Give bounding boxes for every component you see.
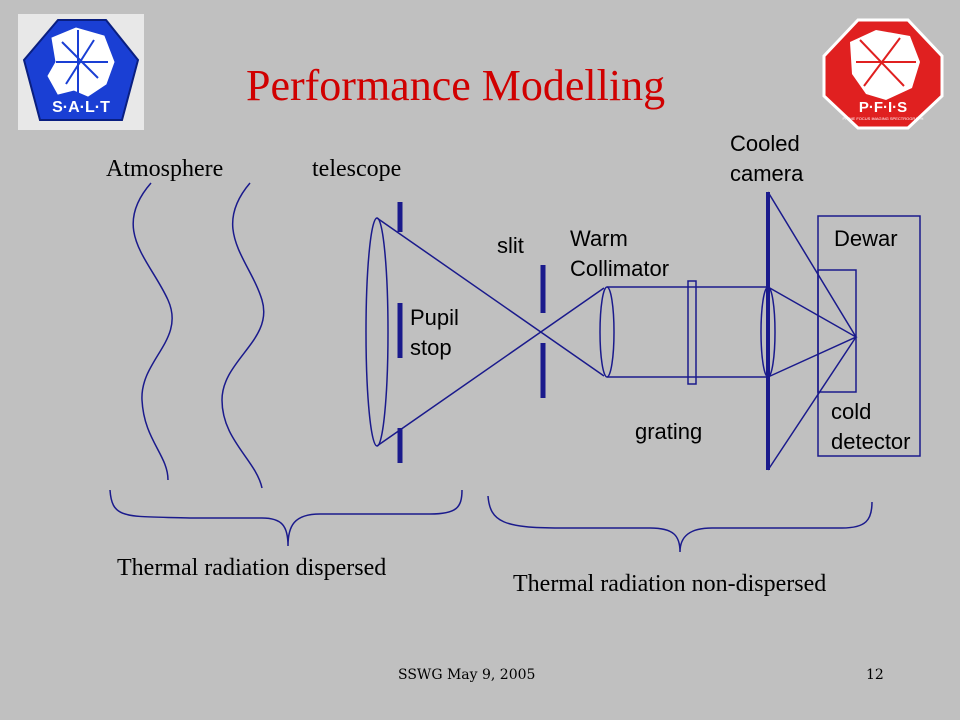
label-cooled-camera-line2: camera	[730, 161, 804, 186]
label-telescope: telescope	[312, 156, 402, 182]
label-grating: grating	[635, 419, 703, 444]
label-cold-detector: cold detector	[831, 397, 911, 457]
atmosphere-wave-1	[132, 182, 173, 481]
brace-non-dispersed	[487, 495, 873, 553]
label-pupil-stop: Pupil stop	[410, 303, 459, 363]
label-slit: slit	[497, 233, 524, 258]
slide-title: Performance Modelling	[246, 61, 666, 110]
label-cooled-camera-line1: Cooled	[730, 131, 800, 156]
collimator-lens	[599, 286, 615, 378]
atmosphere-wave-2	[221, 182, 265, 489]
label-dewar: Dewar	[834, 226, 898, 251]
page-number: 12	[866, 667, 884, 683]
label-cold-detector-line1: cold	[831, 399, 872, 424]
brace-dispersed	[109, 489, 463, 547]
grating	[687, 280, 697, 385]
salt-logo: S·A·L·T	[18, 14, 144, 130]
label-warm-collimator-line2: Collimator	[570, 256, 670, 281]
label-cooled-camera: Cooled camera	[730, 129, 803, 189]
label-thermal-dispersed: Thermal radiation dispersed	[117, 555, 387, 581]
label-pupil-stop-line2: stop	[410, 335, 452, 360]
pfis-logo-text: P·F·I·S	[859, 99, 907, 116]
pfis-logo: P·F·I·S PRIME FOCUS IMAGING SPECTROGRAPH	[822, 18, 944, 130]
cold-detector-box	[817, 269, 857, 393]
label-pupil-stop-line1: Pupil	[410, 305, 459, 330]
label-warm-collimator-line1: Warm	[570, 226, 628, 251]
beam-to-slit	[376, 217, 605, 447]
label-warm-collimator: Warm Collimator	[570, 224, 669, 284]
label-thermal-non-dispersed: Thermal radiation non-dispersed	[513, 571, 827, 597]
footer-text: SSWG May 9, 2005	[398, 667, 536, 683]
salt-logo-text: S·A·L·T	[52, 99, 110, 116]
pfis-logo-subtitle: PRIME FOCUS IMAGING SPECTROGRAPH	[843, 116, 924, 121]
telescope-primary	[365, 217, 389, 447]
label-cold-detector-line2: detector	[831, 429, 911, 454]
label-atmosphere: Atmosphere	[106, 156, 224, 182]
